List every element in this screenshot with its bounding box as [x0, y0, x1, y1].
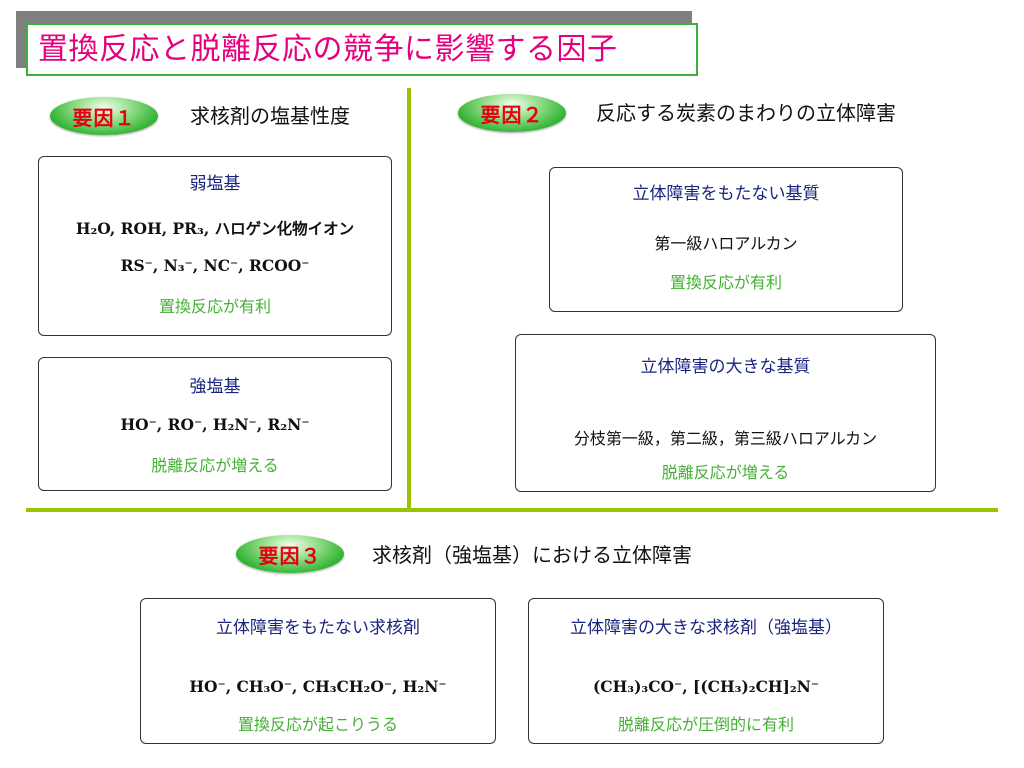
hindered-nucleophile-box: 立体障害の大きな求核剤（強塩基） (CH₃)₃CO⁻, [(CH₃)₂CH]₂N…: [528, 598, 884, 744]
page-title: 置換反応と脱離反応の競争に影響する因子: [38, 32, 618, 67]
hindered-nucleophile-result: 脱離反応が圧倒的に有利: [617, 715, 794, 734]
title-box: 置換反応と脱離反応の競争に影響する因子: [26, 23, 698, 76]
factor1-badge: 要因１: [50, 97, 158, 135]
hindered-substrate-title: 立体障害の大きな基質: [640, 357, 811, 377]
unhindered-substrate-desc: 第一級ハロアルカン: [654, 234, 798, 253]
hindered-substrate-result: 脱離反応が増える: [661, 463, 790, 482]
hindered-nucleophile-title: 立体障害の大きな求核剤（強塩基）: [570, 618, 842, 638]
factor3-badge: 要因３: [236, 535, 344, 573]
unhindered-nucleophile-formula: HO⁻, CH₃O⁻, CH₃CH₂O⁻, H₂N⁻: [189, 677, 447, 696]
factor1-badge-label: 要因１: [72, 105, 136, 130]
strong-base-box: 強塩基 HO⁻, RO⁻, H₂N⁻, R₂N⁻ 脱離反応が増える: [38, 357, 392, 491]
hindered-substrate-desc: 分枝第一級，第二級，第三級ハロアルカン: [573, 429, 878, 448]
weak-base-box: 弱塩基 H₂O, ROH, PR₃, ハロゲン化物イオン RS⁻, N₃⁻, N…: [38, 156, 392, 336]
factor3-heading: 求核剤（強塩基）における立体障害: [372, 543, 692, 567]
unhindered-substrate-result: 置換反応が有利: [669, 273, 782, 292]
factor2-badge: 要因２: [458, 94, 566, 132]
weak-base-result: 置換反応が有利: [158, 297, 271, 316]
hindered-nucleophile-formula: (CH₃)₃CO⁻, [(CH₃)₂CH]₂N⁻: [592, 677, 820, 696]
weak-base-formula-2: RS⁻, N₃⁻, NC⁻, RCOO⁻: [120, 256, 310, 275]
unhindered-substrate-title: 立体障害をもたない基質: [632, 184, 820, 204]
strong-base-result: 脱離反応が増える: [151, 456, 279, 475]
unhindered-nucleophile-box: 立体障害をもたない求核剤 HO⁻, CH₃O⁻, CH₃CH₂O⁻, H₂N⁻ …: [140, 598, 496, 744]
unhindered-nucleophile-title: 立体障害をもたない求核剤: [216, 618, 420, 638]
strong-base-formula: HO⁻, RO⁻, H₂N⁻, R₂N⁻: [120, 415, 310, 434]
factor2-heading: 反応する炭素のまわりの立体障害: [596, 101, 896, 125]
hindered-substrate-box: 立体障害の大きな基質 分枝第一級，第二級，第三級ハロアルカン 脱離反応が増える: [515, 334, 936, 492]
factor1-heading: 求核剤の塩基性度: [190, 104, 350, 128]
unhindered-nucleophile-result: 置換反応が起こりうる: [237, 715, 398, 734]
vertical-divider: [407, 88, 411, 508]
strong-base-title: 強塩基: [189, 377, 241, 397]
factor2-badge-label: 要因２: [480, 102, 544, 127]
weak-base-formula-1: H₂O, ROH, PR₃, ハロゲン化物イオン: [75, 219, 355, 238]
factor3-badge-label: 要因３: [258, 543, 322, 568]
horizontal-divider: [26, 508, 998, 512]
unhindered-substrate-box: 立体障害をもたない基質 第一級ハロアルカン 置換反応が有利: [549, 167, 903, 312]
weak-base-title: 弱塩基: [189, 174, 241, 194]
